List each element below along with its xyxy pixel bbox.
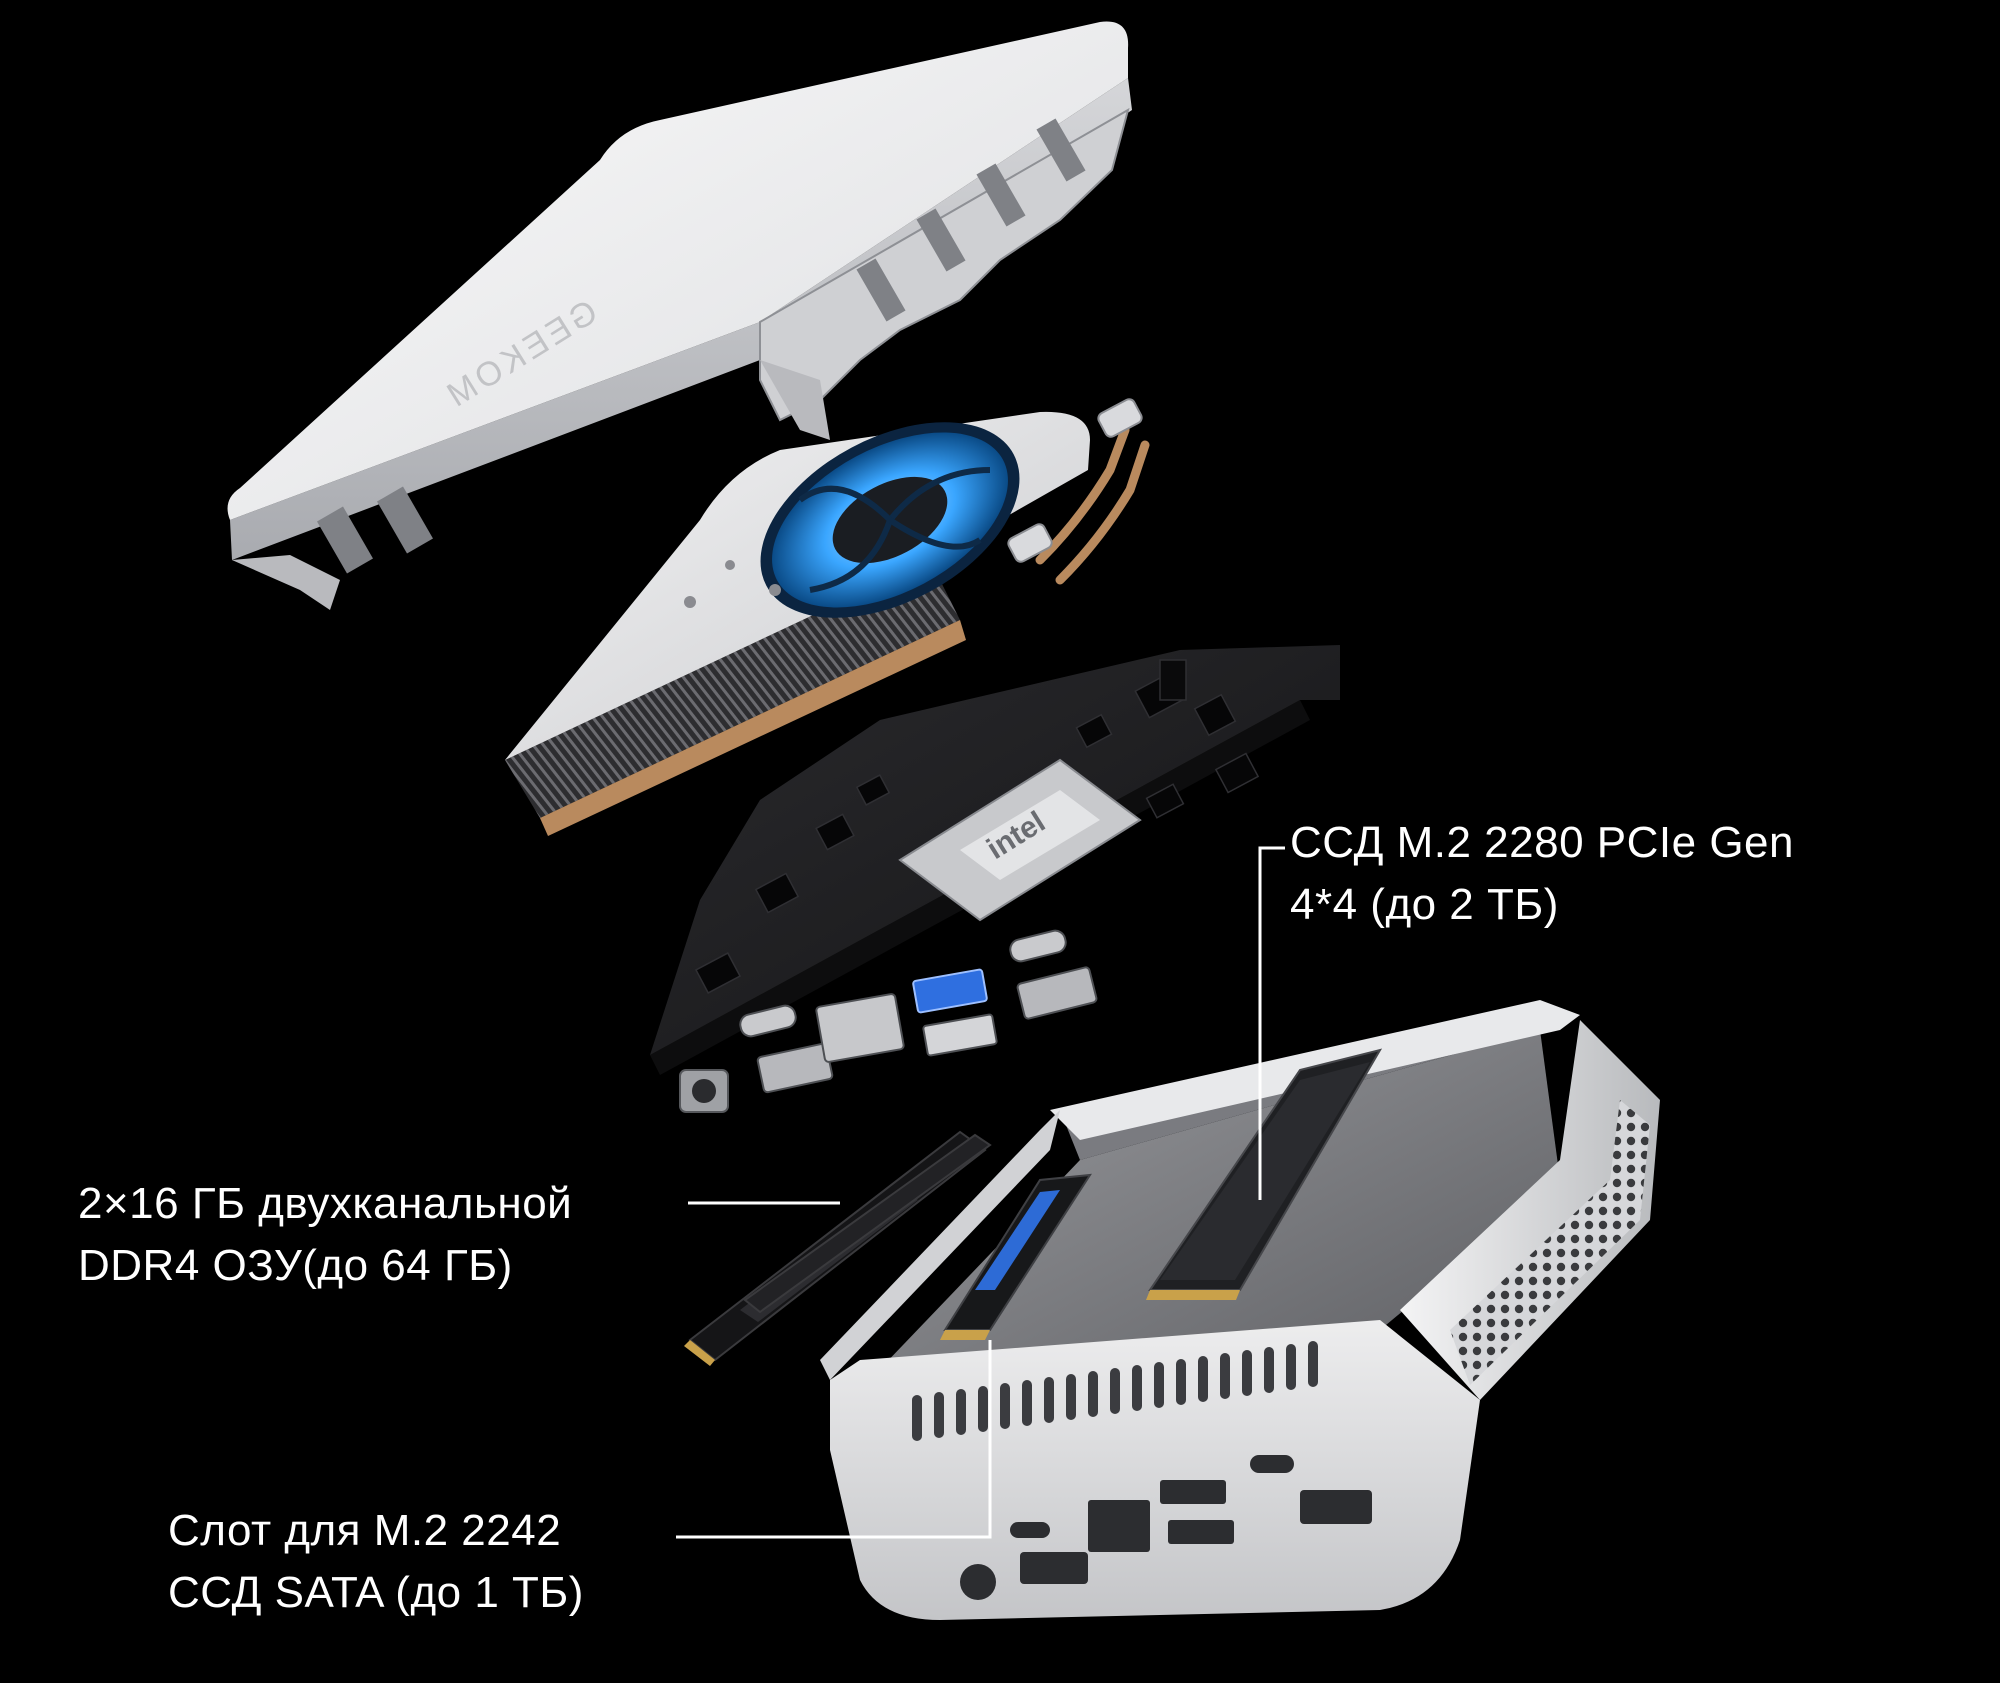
motherboard: intel bbox=[650, 645, 1340, 1113]
case-right-wall bbox=[1400, 1020, 1660, 1400]
bottom-case bbox=[820, 1000, 1660, 1620]
callout-ram-line-1: 2×16 ГБ двухканальной bbox=[78, 1179, 573, 1228]
case-usbc-cutout bbox=[1250, 1455, 1294, 1473]
top-lid-leg-left bbox=[232, 555, 340, 610]
copper-base bbox=[540, 620, 966, 836]
callout-ram-line-2: DDR4 ОЗУ(до 64 ГБ) bbox=[78, 1241, 513, 1290]
callout-sata-line-2: ССД SATA (до 1 ТБ) bbox=[168, 1568, 584, 1617]
m2-2280-ssd bbox=[1146, 1048, 1383, 1300]
motherboard-ports bbox=[679, 929, 1098, 1113]
case-left-wall bbox=[820, 1110, 1060, 1380]
hdmi-port-2 bbox=[1016, 966, 1098, 1020]
fan bbox=[760, 422, 1020, 618]
m2-2242-ssd-label bbox=[975, 1190, 1060, 1290]
ram-stick-1-contacts bbox=[684, 1340, 715, 1366]
callout-lines bbox=[676, 846, 1285, 1539]
case-ethernet-cutout bbox=[1088, 1500, 1150, 1552]
top-lid: GEEKOM bbox=[227, 21, 1132, 610]
usb-a-port-2 bbox=[922, 1013, 998, 1057]
ram-stick-2 bbox=[743, 1133, 992, 1314]
heatsink-fins bbox=[505, 560, 960, 818]
case-vent-grille bbox=[1450, 1100, 1650, 1385]
callout-m2-2242-sata-slot: Слот для M.2 2242 ССД SATA (до 1 ТБ) bbox=[168, 1500, 584, 1624]
top-lid-side bbox=[230, 78, 1132, 560]
cooler-assembly bbox=[505, 398, 1150, 836]
leader-line-sata bbox=[676, 1340, 992, 1539]
ram-modules bbox=[684, 1130, 992, 1366]
usb-c-port-1 bbox=[739, 1004, 797, 1038]
m2-2242-ssd bbox=[940, 1173, 1092, 1340]
usb-c-port-2 bbox=[1009, 929, 1067, 963]
top-lid-leg-mid bbox=[760, 360, 830, 440]
m2-2242-ssd-contacts bbox=[940, 1330, 990, 1340]
callout-ddr4-ram: 2×16 ГБ двухканальной DDR4 ОЗУ(до 64 ГБ) bbox=[78, 1173, 572, 1297]
cooler-brackets bbox=[1007, 398, 1143, 563]
case-usbc-cutout-2 bbox=[1010, 1522, 1050, 1538]
callout-sata-line-1: Слот для M.2 2242 bbox=[168, 1506, 562, 1555]
case-front-vents bbox=[912, 1341, 1318, 1441]
leader-line-ssd-pcie bbox=[1258, 846, 1285, 1200]
m2-2280-ssd-heatsink bbox=[1160, 1062, 1370, 1280]
board-components bbox=[694, 659, 1260, 994]
case-usb-cutout-2 bbox=[1168, 1520, 1234, 1544]
callout-ssd-pcie-line-1: ССД M.2 2280 PCIe Gen bbox=[1290, 818, 1794, 867]
case-hdmi-cutout-2 bbox=[1300, 1490, 1372, 1524]
case-port-cutouts bbox=[960, 1455, 1372, 1600]
callout-m2-2280-pcie-ssd: ССД M.2 2280 PCIe Gen 4*4 (до 2 ТБ) bbox=[1290, 812, 1794, 936]
m2-2280-ssd-contacts bbox=[1146, 1290, 1240, 1300]
usb-a-port-1 bbox=[912, 968, 988, 1014]
top-lid-surface bbox=[227, 21, 1129, 520]
callout-ssd-pcie-line-2: 4*4 (до 2 ТБ) bbox=[1290, 880, 1559, 929]
ethernet-port bbox=[815, 993, 905, 1063]
case-usb-cutout-1 bbox=[1160, 1480, 1226, 1504]
heat-pipes bbox=[1035, 425, 1150, 585]
cooler-screws bbox=[684, 560, 781, 608]
case-dc-jack-cutout bbox=[960, 1564, 996, 1600]
cpu-die bbox=[960, 790, 1100, 880]
hdmi-port-1 bbox=[756, 1042, 834, 1094]
case-front-wall bbox=[830, 1320, 1480, 1620]
case-hdmi-cutout-1 bbox=[1020, 1552, 1088, 1584]
top-lid-clips bbox=[317, 118, 1086, 574]
